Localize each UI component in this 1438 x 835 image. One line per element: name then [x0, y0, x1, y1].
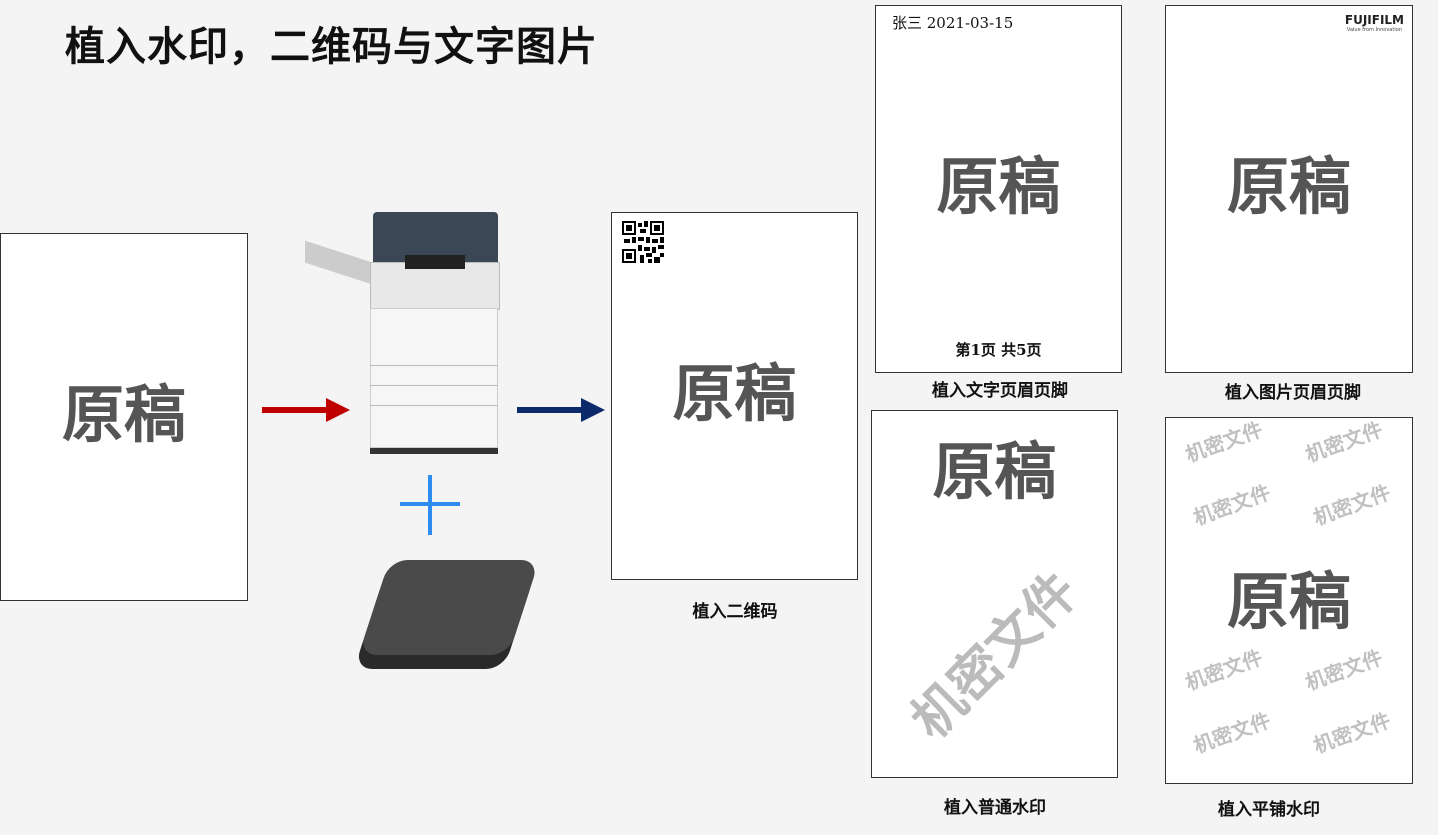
original-text: 原稿	[936, 150, 1061, 223]
logo-brand: FUJIFILM	[1344, 13, 1404, 27]
original-text: 原稿	[672, 357, 797, 430]
image-header-document: FUJIFILM Value from Innovation 原稿	[1165, 5, 1413, 373]
normal-watermark-document: 原稿 机密文件	[871, 410, 1118, 778]
original-text: 原稿	[1226, 150, 1351, 223]
image-header-label: 植入图片页眉页脚	[1225, 383, 1361, 403]
security-device-image	[352, 560, 540, 678]
tiled-watermark-text: 机密文件	[1182, 645, 1266, 695]
blue-arrow-icon	[517, 398, 605, 422]
red-arrow-icon	[262, 398, 350, 422]
text-header-label: 植入文字页眉页脚	[932, 381, 1068, 401]
logo-tagline: Value from Innovation	[1346, 27, 1402, 33]
original-text: 原稿	[61, 378, 186, 451]
tiled-watermark-text: 机密文件	[1310, 708, 1394, 758]
qr-code-document: 原稿	[611, 212, 858, 580]
normal-watermark-label: 植入普通水印	[944, 798, 1046, 818]
original-text: 原稿	[1226, 565, 1351, 638]
qr-code-icon	[622, 221, 664, 263]
fujifilm-logo: FUJIFILM Value from Innovation	[1345, 13, 1404, 33]
slide-title: 植入水印，二维码与文字图片	[65, 24, 598, 70]
original-text: 原稿	[932, 435, 1057, 508]
tiled-watermark-text: 机密文件	[1182, 417, 1266, 467]
footer-text: 第1页 共5页	[955, 341, 1042, 359]
tiled-watermark-text: 机密文件	[1190, 708, 1274, 758]
watermark-text: 机密文件	[899, 560, 1090, 751]
plus-icon-vertical	[428, 475, 432, 535]
tiled-watermark-document: 原稿 机密文件机密文件机密文件机密文件机密文件机密文件机密文件机密文件	[1165, 417, 1413, 784]
tiled-watermark-text: 机密文件	[1190, 480, 1274, 530]
printer-image	[305, 210, 505, 458]
header-text: 张三 2021-03-15	[892, 14, 1014, 32]
tiled-watermark-text: 机密文件	[1310, 480, 1394, 530]
tiled-watermark-label: 植入平铺水印	[1218, 800, 1320, 820]
qr-label: 植入二维码	[692, 602, 778, 622]
original-document: 原稿	[0, 233, 248, 601]
tiled-watermark-text: 机密文件	[1302, 417, 1386, 467]
tiled-watermark-text: 机密文件	[1302, 645, 1386, 695]
text-header-document: 张三 2021-03-15 原稿 第1页 共5页	[875, 5, 1122, 373]
